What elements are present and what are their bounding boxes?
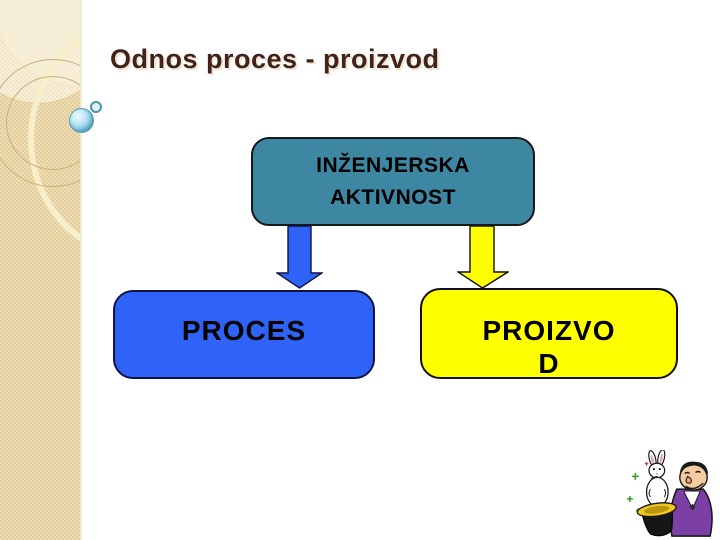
arrow-activity-to-product <box>457 226 509 289</box>
slide-title: Odnos proces - proizvod <box>110 44 440 74</box>
sparkles-icon <box>627 472 641 514</box>
node-product-label: PROIZVO D <box>482 315 616 379</box>
node-product: PROIZVO D <box>420 288 678 379</box>
arrow-activity-to-process <box>276 226 323 289</box>
node-engineering-activity-label: INŽENJERSKA AKTIVNOST <box>316 153 470 209</box>
rabbit <box>645 450 669 508</box>
small-ring-icon <box>90 101 102 113</box>
node-process: PROCES <box>113 290 375 379</box>
magician-body <box>669 461 713 537</box>
node-engineering-activity: INŽENJERSKA AKTIVNOST <box>251 137 535 226</box>
top-hat <box>636 502 677 537</box>
blue-sphere-icon <box>69 108 94 133</box>
magician-rabbit-clipart <box>627 450 713 537</box>
sidebar-decoration <box>0 0 82 540</box>
node-process-label: PROCES <box>181 315 307 346</box>
